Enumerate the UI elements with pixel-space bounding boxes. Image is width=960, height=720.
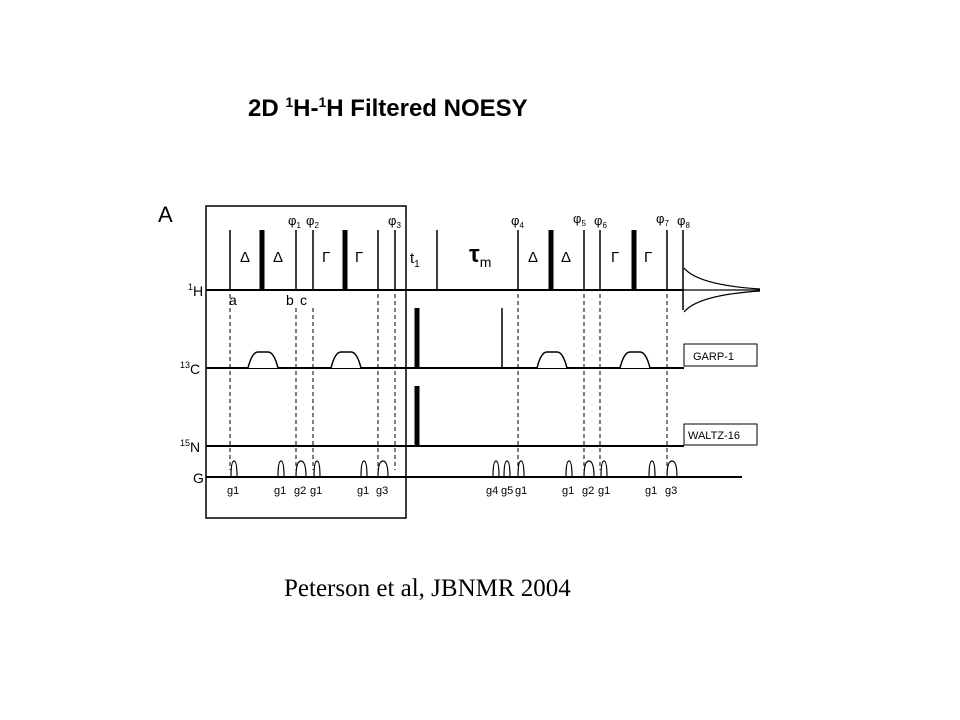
gradient-pulse	[277, 460, 285, 478]
gradient-pulse	[313, 460, 321, 478]
title-suffix: H Filtered NOESY	[326, 95, 528, 122]
gradient-label: g4	[486, 485, 498, 497]
delay-label: Γ	[644, 249, 652, 266]
gradient-pulse	[583, 460, 595, 478]
delay-label: Δ	[273, 249, 283, 266]
time-point-label: a	[229, 292, 237, 308]
slide-title: 2D 1H-1H Filtered NOESY	[248, 95, 528, 123]
adiabatic-pulse	[536, 351, 568, 369]
delay-label: Δ	[528, 249, 538, 266]
phase-label: φ5	[573, 211, 586, 228]
waltz-box	[683, 423, 758, 446]
proton-pulses	[229, 230, 684, 310]
gradient-pulse	[666, 460, 678, 478]
gradient-label: g2	[294, 485, 306, 497]
gradient-labels: g1 g1 g2 g1 g1 g3 g4 g5 g1 g1 g2 g1 g1 g…	[227, 485, 677, 497]
gradient-pulse	[377, 460, 389, 478]
phase-label: φ2	[306, 213, 319, 230]
mixing-time-label: τm	[469, 241, 491, 270]
time-point-labels: a b c	[229, 292, 307, 308]
gradient-pulse	[503, 460, 511, 478]
gradient-pulse	[648, 460, 656, 478]
time-point-label: c	[300, 292, 307, 308]
delay-label: Γ	[611, 249, 619, 266]
gradient-pulse	[360, 460, 368, 478]
carbon-shaped-pulses	[247, 351, 651, 369]
title-sup-1: 1	[285, 94, 294, 110]
alignment-lines	[229, 294, 668, 470]
delay-label: Γ	[322, 249, 330, 266]
gradient-label: g1	[645, 485, 657, 497]
filter-box	[205, 205, 407, 519]
delay-label: Δ	[240, 249, 250, 266]
gradient-label: g1	[562, 485, 574, 497]
gradient-label: g1	[598, 485, 610, 497]
gradient-label: g1	[310, 485, 322, 497]
gradient-pulses	[230, 460, 678, 478]
gradient-label: g1	[274, 485, 286, 497]
gradient-pulse	[492, 460, 500, 478]
phase-label: φ4	[511, 213, 524, 230]
phase-label: φ7	[656, 211, 669, 228]
adiabatic-pulse	[330, 351, 362, 369]
gradient-label: g3	[376, 485, 388, 497]
time-point-label: b	[286, 292, 294, 308]
citation-caption: Peterson et al, JBNMR 2004	[284, 575, 571, 602]
waltz-label: WALTZ-16	[688, 430, 740, 442]
gradient-label: g3	[665, 485, 677, 497]
delay-labels: Δ Δ Γ Γ Δ Δ Γ Γ	[240, 249, 652, 266]
gradient-label: g1	[515, 485, 527, 497]
title-prefix: 2D	[248, 95, 286, 122]
gradient-label: g1	[227, 485, 239, 497]
panel-label: A	[158, 202, 173, 227]
phase-label: φ6	[594, 213, 607, 230]
gradient-pulse	[565, 460, 573, 478]
gradient-pulse	[295, 460, 307, 478]
fid-signal	[683, 267, 761, 313]
gradient-pulse	[230, 460, 238, 478]
garp-box	[683, 343, 758, 367]
t1-label: t1	[410, 250, 420, 270]
baselines	[206, 289, 742, 478]
channel-label-n: 15N	[180, 438, 200, 455]
gradient-label: g1	[357, 485, 369, 497]
channel-label-c: 13C	[180, 360, 200, 377]
title-mid: H-	[293, 95, 319, 122]
gradient-pulse	[517, 460, 525, 478]
delay-label: Δ	[561, 249, 571, 266]
gradient-label: g5	[501, 485, 513, 497]
adiabatic-pulse	[619, 351, 651, 369]
phase-label: φ8	[677, 213, 690, 230]
garp-label: GARP-1	[693, 351, 734, 363]
title-sup-2: 1	[318, 94, 327, 110]
channel-label-h: 1H	[188, 282, 203, 299]
gradient-pulse	[600, 460, 608, 478]
delay-label: Γ	[355, 249, 363, 266]
phase-label: φ1	[288, 213, 301, 230]
adiabatic-pulse	[247, 351, 279, 369]
phase-label: φ3	[388, 213, 401, 230]
gradient-label: g2	[582, 485, 594, 497]
channel-label-g: G	[193, 470, 204, 486]
phase-labels: φ1 φ2 φ3 φ4 φ5 φ6 φ7 φ8	[288, 211, 690, 230]
